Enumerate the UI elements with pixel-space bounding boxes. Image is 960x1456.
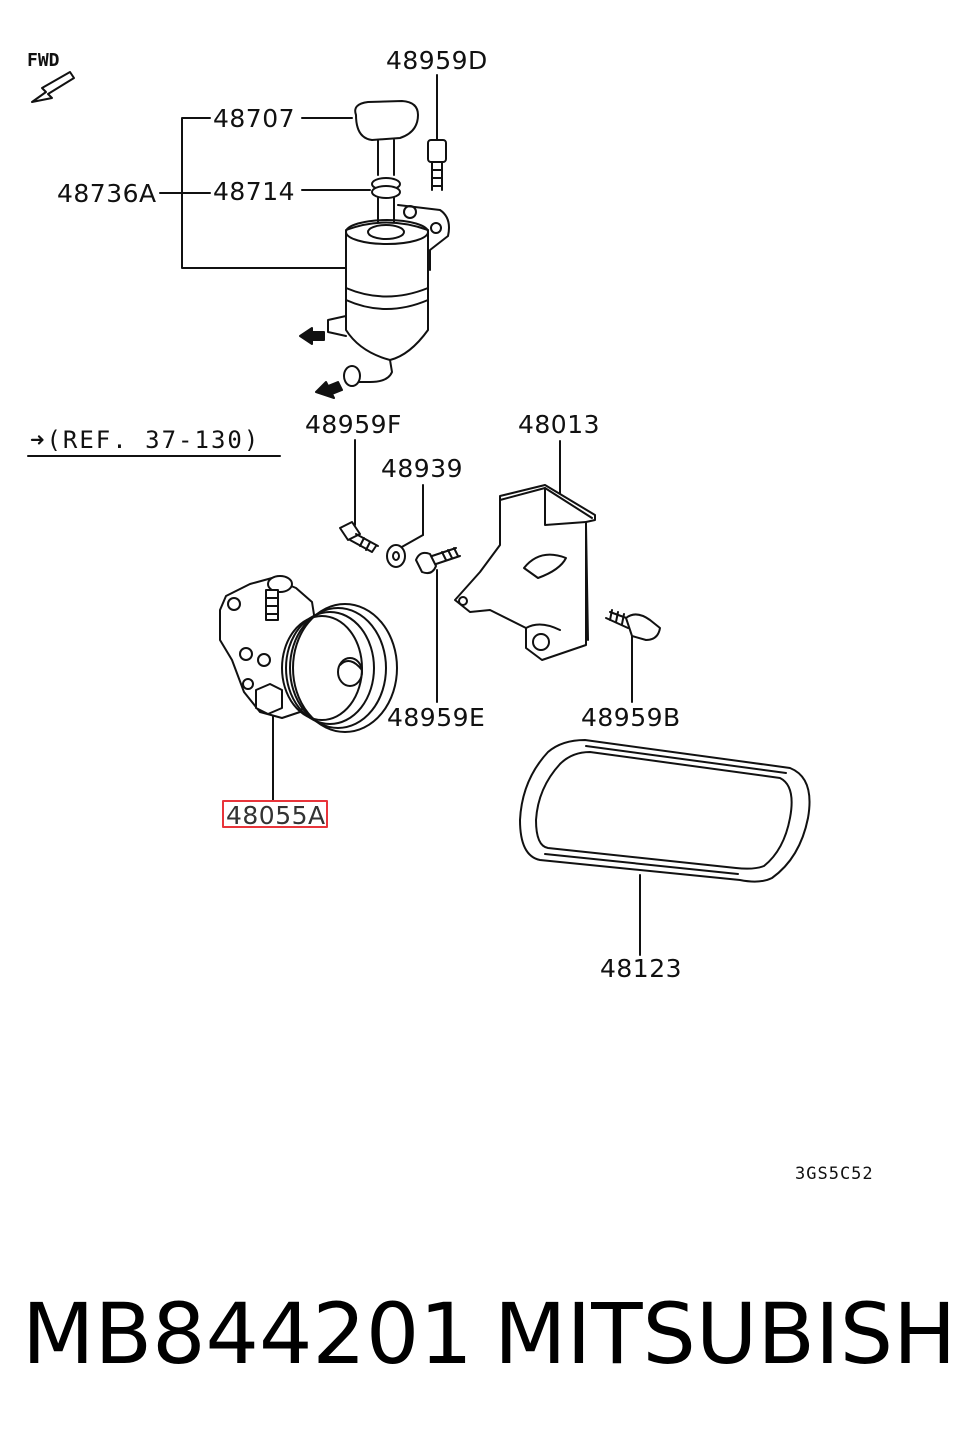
part-label-48123[interactable]: 48123 <box>600 954 683 983</box>
part-label-48939[interactable]: 48939 <box>381 454 464 483</box>
flow-arrows <box>299 327 343 399</box>
part-label-48959d[interactable]: 48959D <box>386 46 488 75</box>
drawing-code: 3GS5C52 <box>795 1164 874 1184</box>
bracket-icon <box>454 484 596 661</box>
bolt-48959b-icon <box>605 609 661 641</box>
bolt-48959f-icon <box>339 521 379 553</box>
part-label-48959e[interactable]: 48959E <box>387 703 486 732</box>
reservoir-cap-icon <box>354 100 419 176</box>
v-belt-icon <box>519 739 811 883</box>
reservoir-tank-icon <box>327 204 450 387</box>
part-label-48055a[interactable]: 48055A <box>226 801 326 830</box>
power-steering-pump-icon <box>219 575 398 733</box>
arrow-right-icon: ➜ <box>30 426 47 454</box>
leader-lines-reservoir <box>159 74 438 269</box>
bolt-48959e-icon <box>415 547 461 575</box>
ref-label[interactable]: ➜(REF. 37-130) <box>30 426 260 454</box>
fwd-label: FWD <box>27 50 60 71</box>
brand-name: MITSUBISHI <box>494 1285 960 1383</box>
highlight-box <box>222 800 328 828</box>
fwd-arrow-icon <box>31 71 75 103</box>
part-label-48959f[interactable]: 48959F <box>305 410 402 439</box>
part-label-48013[interactable]: 48013 <box>518 410 601 439</box>
ref-text: (REF. 37-130) <box>46 426 261 454</box>
part-label-48959b[interactable]: 48959B <box>581 703 681 732</box>
part-label-48736a[interactable]: 48736A <box>57 179 157 208</box>
bolt-48959d-icon <box>427 139 447 191</box>
part-label-48714[interactable]: 48714 <box>213 177 296 206</box>
part-number: MB844201 <box>22 1285 473 1383</box>
strainer-icon <box>371 177 401 226</box>
leader-lines-middle <box>272 439 641 956</box>
washer-icon <box>386 544 406 568</box>
part-label-48707[interactable]: 48707 <box>213 104 296 133</box>
